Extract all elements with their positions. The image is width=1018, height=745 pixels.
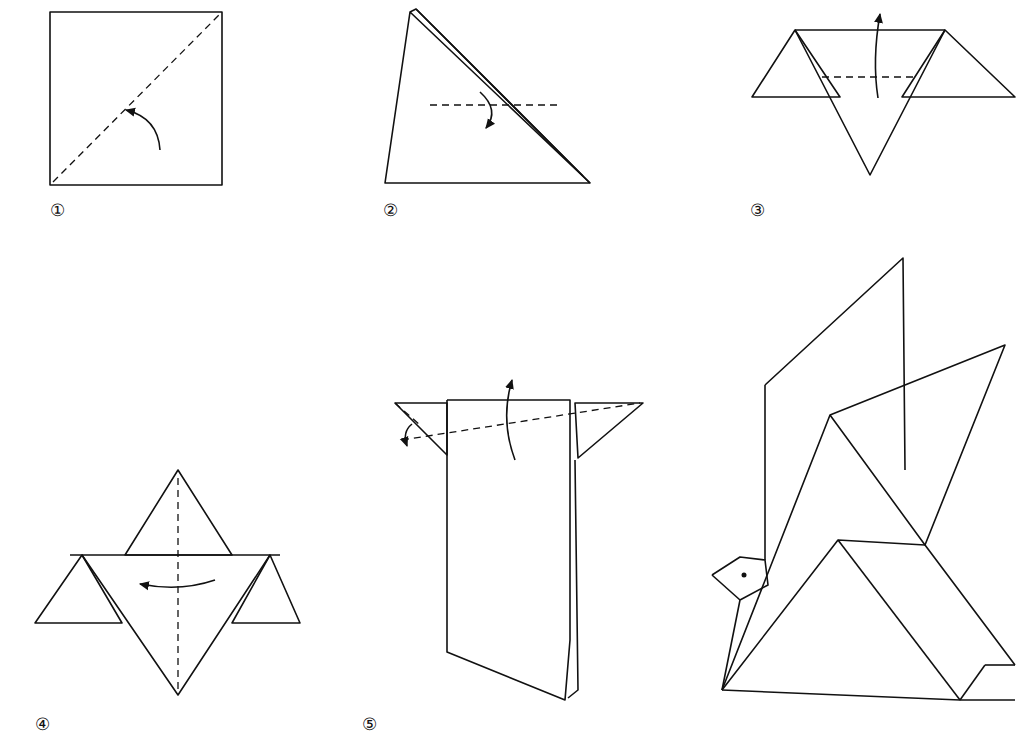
step-number: ③ <box>750 202 765 219</box>
step-1-square <box>50 12 222 185</box>
step-number: ⑤ <box>362 716 377 733</box>
step-4-fold <box>35 470 300 695</box>
bird-figure <box>712 258 1015 700</box>
step-number: ② <box>383 202 398 219</box>
step-3-fold <box>752 14 1015 175</box>
step-number: ④ <box>35 716 50 733</box>
step-number: ① <box>50 202 65 219</box>
step-2-triangle <box>385 9 590 183</box>
step-5-fold <box>395 380 643 700</box>
